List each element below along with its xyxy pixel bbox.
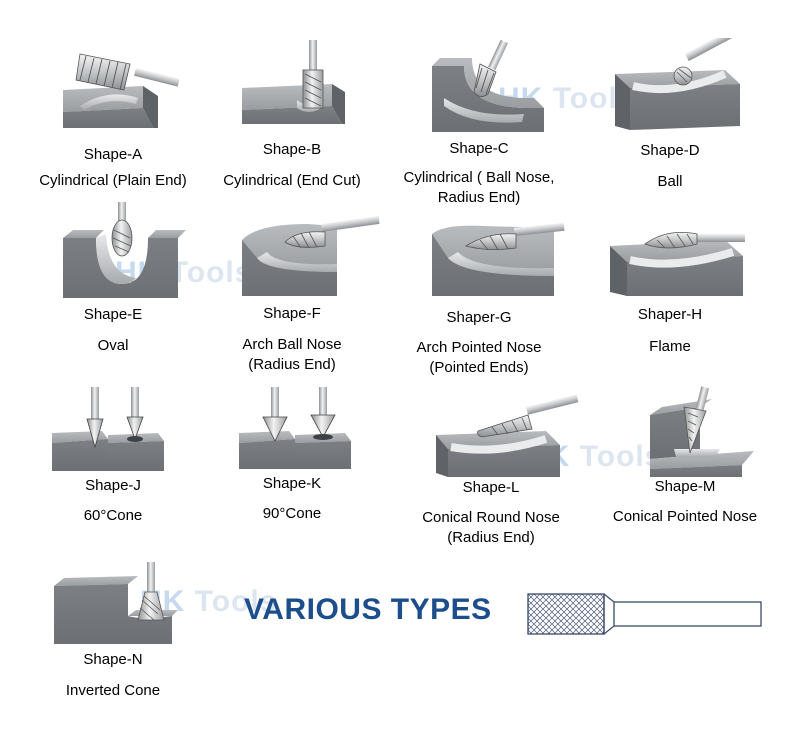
burr-outline-diagram xyxy=(527,593,762,635)
shape-e-name: Shape-E xyxy=(83,306,143,323)
shape-c-description: Cylindrical ( Ball Nose, Radius End) xyxy=(403,169,555,206)
shape-a-card: Shape-A Cylindrical (Plain End) xyxy=(18,38,208,198)
shape-g-card: Shaper-G Arch Pointed Nose (Pointed Ends… xyxy=(384,200,574,380)
shape-k-card: Shape-K 90°Cone xyxy=(197,385,387,535)
shape-g-name: Shaper-G xyxy=(446,309,512,326)
shape-n-description: Inverted Cone xyxy=(65,682,161,699)
ball-burr-icon xyxy=(615,38,742,130)
shape-a-name: Shape-A xyxy=(83,146,143,163)
shape-f-name: Shape-F xyxy=(263,305,321,322)
shape-g-description: Arch Pointed Nose (Pointed Ends) xyxy=(416,339,542,376)
shape-e-description: Oval xyxy=(97,337,129,354)
cone-60-burr-icon xyxy=(52,387,164,471)
shape-c-card: Shape-C Cylindrical ( Ball Nose, Radius … xyxy=(384,36,574,211)
shape-j-description: 60°Cone xyxy=(83,507,143,524)
shape-a-description: Cylindrical (Plain End) xyxy=(39,172,187,189)
shape-k-name: Shape-K xyxy=(262,475,322,492)
shape-f-description: Arch Ball Nose (Radius End) xyxy=(242,336,342,373)
shape-l-name: Shape-L xyxy=(462,479,520,496)
arch-pointed-nose-burr-icon xyxy=(432,222,565,296)
oval-burr-icon xyxy=(63,202,186,298)
shape-c-name: Shape-C xyxy=(449,140,509,157)
cylinder-end-cut-burr-icon xyxy=(242,40,345,124)
cylinder-plain-end-burr-icon xyxy=(63,53,180,128)
shape-h-description: Flame xyxy=(649,338,691,355)
shape-f-card: Shape-F Arch Ball Nose (Radius End) xyxy=(197,200,387,375)
shape-h-card: Shaper-H Flame xyxy=(575,200,765,360)
various-types-banner: VARIOUS TYPES xyxy=(244,593,492,626)
cylinder-ball-nose-burr-icon xyxy=(432,39,544,132)
shape-n-name: Shape-N xyxy=(83,651,143,668)
shape-k-description: 90°Cone xyxy=(262,505,322,522)
cone-90-burr-icon xyxy=(239,387,351,469)
shape-d-card: Shape-D Ball xyxy=(575,38,765,198)
shape-b-card: Shape-B Cylindrical (End Cut) xyxy=(197,38,387,198)
shape-d-description: Ball xyxy=(657,173,683,190)
shape-l-description: Conical Round Nose (Radius End) xyxy=(422,509,560,546)
shape-h-name: Shaper-H xyxy=(637,306,703,323)
shape-j-name: Shape-J xyxy=(85,477,141,494)
arch-ball-nose-burr-icon xyxy=(242,215,380,296)
shape-b-description: Cylindrical (End Cut) xyxy=(223,172,361,189)
shape-b-name: Shape-B xyxy=(262,141,322,158)
shape-d-name: Shape-D xyxy=(640,142,700,159)
shape-m-card: Shape-M Conical Pointed Nose xyxy=(590,385,780,535)
shape-e-card: Shape-E Oval xyxy=(18,200,208,360)
shape-j-card: Shape-J 60°Cone xyxy=(18,385,208,535)
flame-burr-icon xyxy=(610,231,745,296)
shape-m-description: Conical Pointed Nose xyxy=(612,508,758,525)
conical-round-nose-burr-icon xyxy=(436,394,579,477)
shape-m-name: Shape-M xyxy=(654,478,716,495)
shape-n-card: Shape-N Inverted Cone xyxy=(18,560,208,710)
inverted-cone-burr-icon xyxy=(54,562,178,644)
shape-l-card: Shape-L Conical Round Nose (Radius End) xyxy=(396,385,586,555)
conical-pointed-nose-burr-icon xyxy=(650,386,754,477)
